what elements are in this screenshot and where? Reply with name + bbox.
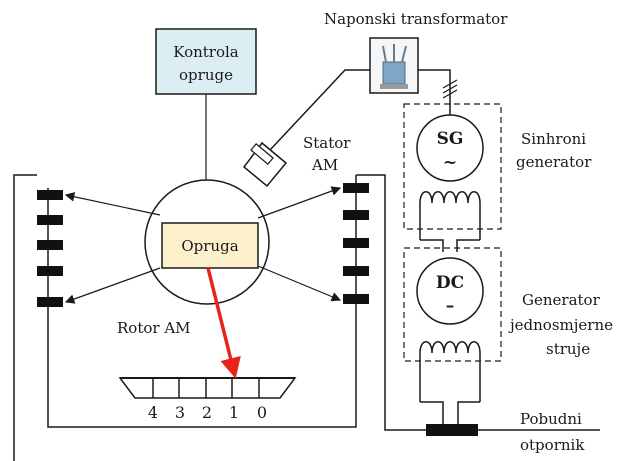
right-stator-column	[343, 175, 369, 305]
left-stator-column	[37, 188, 63, 307]
dc-gen-label-line1: Generator	[522, 291, 601, 309]
arrow-right-bottom	[257, 265, 342, 302]
resistor-label-line2: otpornik	[520, 436, 585, 454]
rotor-scale: 4 3 2 1 0	[118, 377, 297, 422]
spring-box: Opruga	[161, 222, 259, 269]
gen-link-left	[420, 239, 444, 252]
spring-control-box: Kontrola opruge	[155, 28, 257, 95]
spring-label: Opruga	[181, 237, 238, 255]
dc-generator: DC –	[403, 247, 502, 402]
plug-icon	[242, 141, 288, 188]
sync-gen-label-line2: generator	[516, 153, 592, 171]
stator-label-line1: Stator	[303, 134, 351, 152]
arrow-right-top	[257, 186, 342, 219]
scale-mark-4: 4	[148, 403, 158, 422]
rotor-label: Rotor AM	[117, 319, 191, 337]
sg-tilde: ~	[443, 153, 457, 173]
resistor-label-line1: Pobudni	[520, 410, 582, 428]
arrow-left-bottom	[64, 267, 161, 304]
control-box-label-line1: Kontrola	[173, 43, 239, 61]
three-phase-line	[418, 69, 458, 120]
scale-mark-2: 2	[202, 403, 212, 422]
stator-label-line2: AM	[311, 156, 338, 174]
sync-gen-label-line1: Sinhroni	[521, 130, 586, 148]
transformer-cable	[269, 69, 370, 151]
arrow-left-top	[64, 192, 161, 216]
field-resistor	[420, 401, 480, 436]
gen-link-right	[456, 239, 480, 252]
dc-gen-label-line2: jednosmjerne	[508, 316, 613, 334]
outer-wiring	[13, 174, 600, 461]
transformer-label: Naponski transformator	[324, 10, 508, 28]
dc-dash: –	[446, 296, 455, 316]
sync-generator: SG ~	[403, 103, 502, 240]
dc-symbol: DC	[436, 273, 464, 293]
scale-mark-3: 3	[175, 403, 185, 422]
transformer-icon	[369, 37, 419, 94]
scale-mark-0: 0	[257, 403, 267, 422]
pointer-arrow	[206, 267, 241, 379]
scale-mark-1: 1	[229, 403, 239, 422]
control-box-label-line2: opruge	[179, 66, 233, 84]
sg-symbol: SG	[437, 129, 464, 149]
dc-gen-label-line3: struje	[546, 340, 590, 358]
